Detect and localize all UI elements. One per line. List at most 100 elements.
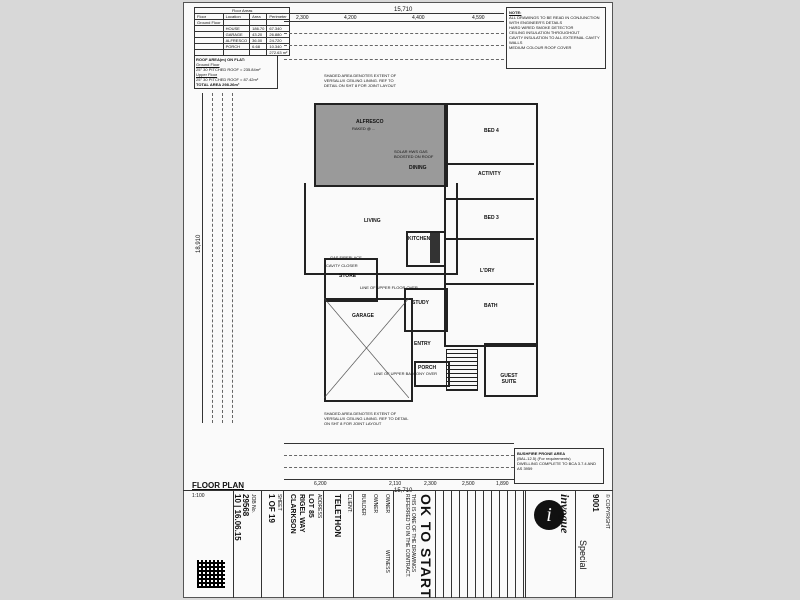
bottom-dimension: 6,200 — [314, 481, 327, 487]
drawing-title: FLOOR PLAN — [192, 481, 244, 490]
job-number: 29568 — [241, 494, 250, 517]
brand-name: invogue — [558, 494, 572, 534]
dimension-line — [222, 93, 223, 423]
cavity-closer-note: CAVITY CLOSER — [326, 263, 358, 268]
room-label-kitchen: KITCHEN — [408, 236, 431, 242]
solar-note: SOLAR HWS GAS BOOSTED ON ROOF — [394, 149, 434, 159]
top-dimension: 4,200 — [344, 15, 357, 21]
copyright: © COPYRIGHT — [604, 494, 610, 529]
room-label-study: STUDY — [412, 300, 429, 306]
suburb: CLARKSON — [289, 494, 296, 534]
roof-area-box: ROOF AREA(m) ON FLAT: Ground Floor 25° 3… — [194, 55, 278, 89]
room-label-living: LIVING — [364, 218, 381, 224]
floor-areas-total: 272.63 m² — [266, 49, 291, 56]
bottom-dimension: 1,890 — [496, 481, 509, 487]
room-label-bath: BATH — [484, 303, 498, 309]
sheet-column: SHEET 1 OF 19 — [261, 490, 284, 598]
note-item: CAVITY INSULATION TO ALL EXTERNAL CAVITY… — [509, 35, 600, 45]
dimension-line — [284, 467, 514, 468]
bushfire-title: BUSHFIRE PRONE AREA — [517, 451, 566, 456]
lot-number: LOT 85 — [307, 494, 314, 518]
bushfire-box: BUSHFIRE PRONE AREA (BAL-12.5) (For requ… — [514, 448, 604, 484]
top-dimension: 4,400 — [412, 15, 425, 21]
design-number: 9001 — [591, 494, 600, 512]
client-name: TELETHON — [333, 494, 342, 538]
ok-to-start: OK TO START — [418, 494, 434, 599]
dimension-line — [232, 93, 233, 423]
revision-table — [435, 490, 526, 598]
bal-comply: DWELLING COMPLETE TO BCA 3.7.4 AND AS 39… — [517, 461, 596, 471]
wall — [444, 198, 534, 200]
dimension-line — [284, 59, 504, 60]
wall — [444, 238, 534, 240]
room-label-dining: DINING — [409, 165, 427, 171]
dimension-line — [284, 13, 504, 14]
room-label-bed4: BED 4 — [484, 128, 499, 134]
ok-to-start-sub: THIS IS ONE OF THE DRAWINGS REFERRED TO … — [404, 494, 416, 578]
alfresco-area — [314, 103, 448, 187]
dimension-line — [212, 93, 213, 423]
balcony-line-note: LINE OF UPPER BALCONY OVER — [374, 371, 438, 376]
revision-date: 10 | 16.06.15 — [233, 494, 242, 541]
special-label: Special — [578, 540, 588, 570]
col-header: Perimeter — [266, 13, 291, 20]
cell: Ground Floor — [194, 19, 224, 26]
upper-floor-line-note: LINE OF UPPER FLOOR OVER — [360, 285, 418, 290]
job-column: JOB No. 29568 10 | 16.06.15 — [233, 490, 262, 598]
room-label-alfresco: ALFRESCO — [356, 119, 384, 125]
notes-box: NOTE: ALL DRAWINGS TO BE READ IN CONJUNC… — [506, 7, 606, 69]
dimension-line — [284, 479, 514, 480]
living-wall — [304, 183, 458, 275]
bal-rating: (BAL-12.5) (For requirements) — [517, 456, 571, 461]
gas-fireplace-note: GAS FIREPLACE — [330, 255, 362, 260]
room-label-garage: GARAGE — [352, 313, 374, 319]
room-label-guest-suite: GUEST SUITE — [500, 373, 518, 385]
client-label: CLIENT: — [346, 494, 352, 513]
drawing-sheet: Floor Areas Floor Location Area Perimete… — [183, 2, 613, 598]
room-label-activity: ACTIVITY — [478, 171, 501, 177]
bottom-dimension: 2,500 — [462, 481, 475, 487]
roof-ground-line: 25° 30 PITCHED ROOF = 235.84m² — [196, 67, 261, 72]
job-label: JOB No. — [250, 494, 256, 513]
shaded-area-note-top: SHADED AREA DENOTES EXTENT OF VERSALUX C… — [324, 73, 397, 88]
roof-total-value: 298.26m² — [222, 82, 240, 87]
client-column: CLIENT: TELETHON — [323, 490, 354, 598]
sheet-label: SHEET — [276, 494, 282, 511]
room-label-laundry: L'DRY — [480, 268, 495, 274]
cell: ALFRESCO — [222, 37, 251, 44]
room-label-store: STORE — [339, 273, 357, 279]
shaded-area-note-bottom: SHADED AREA DENOTES EXTENT OF VERSALUX C… — [324, 411, 409, 426]
guest-suite-wall — [484, 343, 538, 397]
kitchen-wall — [406, 231, 446, 267]
room-label-porch: PORCH — [418, 365, 437, 371]
dimension-line — [202, 93, 203, 423]
east-wing-wall — [444, 103, 538, 347]
top-dimension: 4,590 — [472, 15, 485, 21]
bottom-total-dimension: 15,710 — [394, 488, 413, 494]
alfresco-sub: RAKED @ ... — [352, 126, 376, 131]
address-label: ADDRESS — [316, 494, 322, 519]
signature-column: OWNER WITNESS OWNER BUILDER — [353, 490, 394, 598]
roof-upper-label: Upper Floor — [196, 72, 218, 77]
brand-column: i invogue — [525, 490, 576, 598]
cell: 186.70 — [249, 25, 268, 32]
floor-plan: ALFRESCO RAKED @ ... SOLAR HWS GAS BOOST… — [284, 103, 544, 408]
note-item: ALL DRAWINGS TO BE READ IN CONJUNCTION W… — [509, 15, 600, 25]
dimension-line — [284, 33, 504, 34]
wall — [444, 163, 534, 165]
dimension-line — [284, 45, 504, 46]
bottom-dimension: 2,110 — [389, 481, 402, 487]
dimension-line — [284, 455, 514, 456]
address-column: ADDRESS LOT 85 RIGEL WAY CLARKSON — [283, 490, 324, 598]
top-dimension: 2,300 — [296, 15, 309, 21]
roof-area-title: ROOF AREA(m) ON FLAT: — [196, 57, 246, 62]
design-column: © COPYRIGHT 9001 Special — [575, 490, 614, 598]
room-label-entry: ENTRY — [414, 341, 431, 347]
kitchen-bench — [430, 233, 440, 263]
owner-label: OWNER — [372, 494, 378, 514]
roof-ground-label: Ground Floor — [196, 62, 220, 67]
bottom-dimension: 2,300 — [424, 481, 437, 487]
stairs — [446, 349, 478, 391]
qr-code — [197, 560, 225, 588]
witness-label: WITNESS — [384, 550, 390, 573]
